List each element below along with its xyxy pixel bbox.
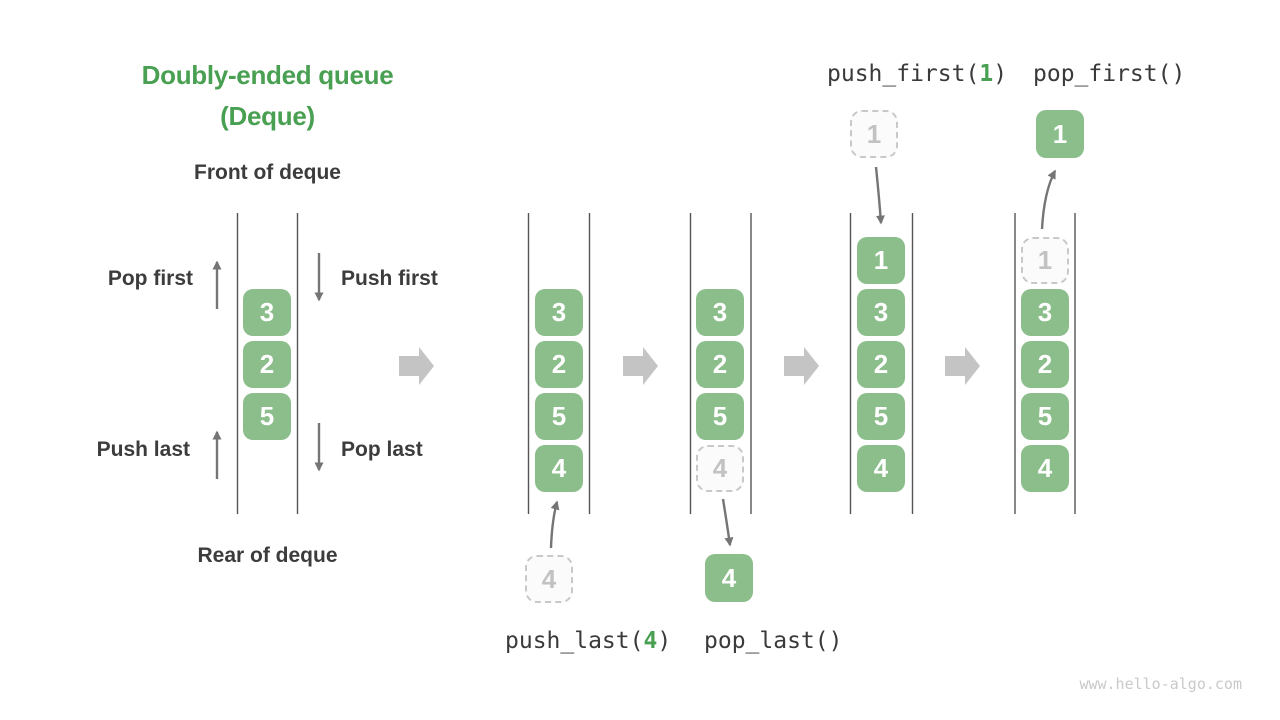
push-first-code-arg: 1	[979, 61, 994, 87]
deque-cell: 5	[243, 393, 291, 440]
deque-cell: 3	[243, 289, 291, 336]
push-last-item-ghost: 4	[525, 555, 573, 603]
front-of-deque-label: Front of deque	[194, 161, 341, 184]
push-last-label: Push last	[96, 438, 190, 461]
deque-cell-ghost: 1	[1021, 237, 1069, 284]
rear-of-deque-label: Rear of deque	[197, 544, 338, 567]
pop-first-item-arrow-icon	[1040, 169, 1057, 230]
step-arrow-3-icon	[784, 347, 819, 385]
pop-last-item-arrow-icon	[721, 498, 734, 547]
push-last-code-arg: 4	[643, 628, 658, 654]
title-line2: (Deque)	[220, 101, 315, 131]
deque-cell: 1	[857, 237, 905, 284]
pop-last-item: 4	[705, 554, 753, 602]
deque-cell: 4	[535, 445, 583, 492]
deque-cell: 5	[535, 393, 583, 440]
deque-cell: 3	[1021, 289, 1069, 336]
pop-first-item: 1	[1036, 110, 1084, 158]
page-title: Doubly-ended queue (Deque)	[85, 55, 450, 137]
operation-arrows	[212, 166, 1057, 549]
deque-cell: 2	[1021, 341, 1069, 388]
deque-cell: 4	[857, 445, 905, 492]
title-line1: Doubly-ended queue	[141, 60, 394, 90]
push-first-label: Push first	[341, 267, 438, 290]
pop-last-label: Pop last	[341, 438, 423, 461]
deque-cell-ghost: 4	[696, 445, 744, 492]
push-last-item-arrow-icon	[549, 500, 560, 549]
push-first-item-ghost: 1	[850, 110, 898, 158]
watermark: www.hello-algo.com	[1079, 675, 1242, 693]
deque-cell: 2	[857, 341, 905, 388]
deque-cell: 2	[696, 341, 744, 388]
deque-cell: 2	[535, 341, 583, 388]
push-first-code-suffix: )	[993, 61, 1008, 87]
pop-last-code-label: pop_last()	[704, 628, 843, 654]
deque-cell: 5	[857, 393, 905, 440]
deque-cell: 3	[857, 289, 905, 336]
deque-cell: 4	[1021, 445, 1069, 492]
queue-wall-lines	[236, 213, 1076, 514]
push-last-code-suffix: )	[657, 628, 672, 654]
push-first-code-prefix: push_first(	[827, 61, 980, 87]
deque-cell: 5	[696, 393, 744, 440]
deque-cell: 2	[243, 341, 291, 388]
step-arrow-4-icon	[945, 347, 980, 385]
step-arrow-1-icon	[399, 347, 434, 385]
deque-cell: 3	[535, 289, 583, 336]
pop-first-label: Pop first	[107, 267, 193, 290]
step-arrow-2-icon	[623, 347, 658, 385]
push-last-code-prefix: push_last(	[505, 628, 644, 654]
push-first-code-label: push_first(1)	[827, 61, 1007, 87]
pop-first-code-label: pop_first()	[1033, 61, 1186, 87]
deque-cell: 3	[696, 289, 744, 336]
push-first-item-arrow-icon	[874, 166, 885, 225]
push-last-code-label: push_last(4)	[505, 628, 671, 654]
deque-cell: 5	[1021, 393, 1069, 440]
